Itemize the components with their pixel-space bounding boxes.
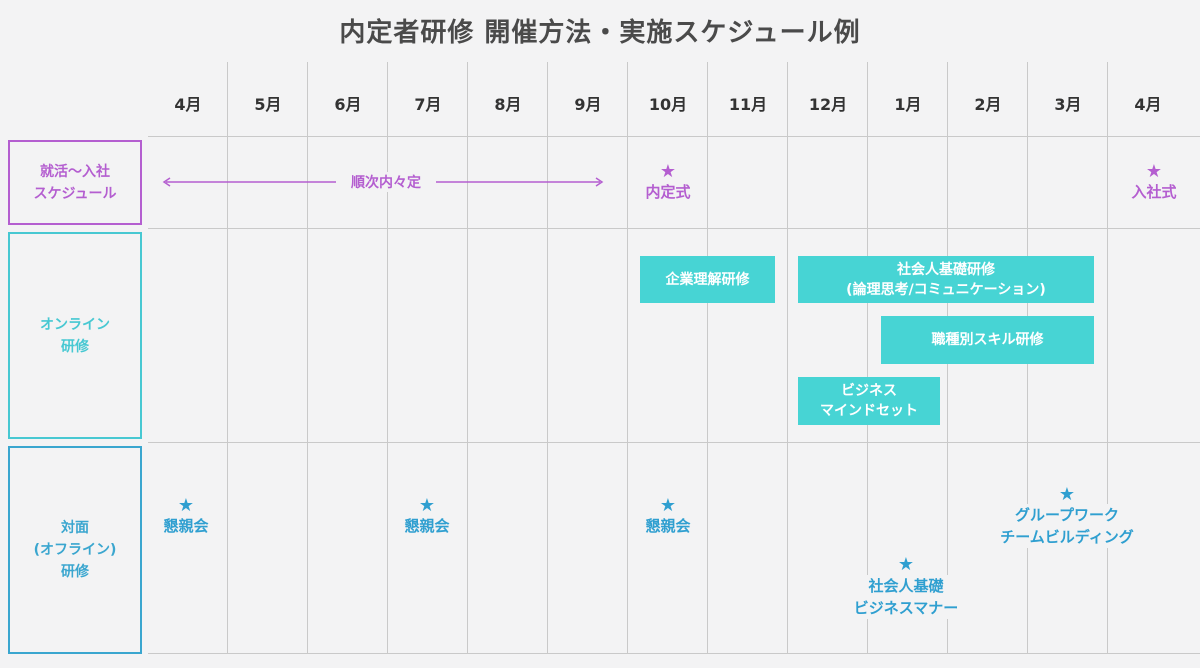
- shakaijin-manner-label: 社会人基礎 ビジネスマナー: [826, 575, 986, 619]
- grid-line: [787, 62, 788, 654]
- kigyou-rikai-box: 企業理解研修: [640, 256, 775, 303]
- shokushubetsu-box: 職種別スキル研修: [881, 316, 1094, 364]
- grid-line: [148, 136, 1200, 137]
- naiteishiki-label: 内定式: [645, 183, 691, 201]
- star-icon: ★: [418, 495, 436, 516]
- month-header: 4月: [174, 95, 202, 114]
- star-icon: ★: [1145, 161, 1163, 182]
- month-header: 12月: [808, 95, 848, 114]
- row-label-taimen: 対面 (オフライン) 研修: [8, 446, 142, 654]
- grid-line: [627, 62, 628, 654]
- month-header: 6月: [334, 95, 362, 114]
- konshinkai-label: 懇親会: [163, 517, 209, 535]
- month-header: 10月: [648, 95, 688, 114]
- star-icon: ★: [177, 495, 195, 516]
- month-header: 1月: [894, 95, 922, 114]
- grid-line: [148, 228, 1200, 229]
- nyuushashiki-label: 入社式: [1131, 183, 1177, 201]
- grid-line: [307, 62, 308, 654]
- business-mindset-box: ビジネス マインドセット: [798, 377, 940, 425]
- month-header: 11月: [728, 95, 768, 114]
- star-icon: ★: [897, 554, 915, 575]
- grid-line: [707, 62, 708, 654]
- star-icon: ★: [1058, 484, 1076, 505]
- page-title: 内定者研修 開催方法・実施スケジュール例: [339, 18, 861, 48]
- grid-line: [1107, 62, 1108, 654]
- row-label-shuukatsu: 就活〜入社 スケジュール: [8, 140, 142, 225]
- month-header: 4月: [1134, 95, 1162, 114]
- grid-line: [467, 62, 468, 654]
- grid-line: [148, 653, 1200, 654]
- month-header: 2月: [974, 95, 1002, 114]
- grid-line: [227, 62, 228, 654]
- month-header: 8月: [494, 95, 522, 114]
- star-icon: ★: [659, 495, 677, 516]
- konshinkai-label: 懇親会: [645, 517, 691, 535]
- star-icon: ★: [659, 161, 677, 182]
- month-header: 3月: [1054, 95, 1082, 114]
- month-header: 9月: [574, 95, 602, 114]
- grid-line: [148, 442, 1200, 443]
- shakaijin-kiso-box: 社会人基礎研修 (論理思考/コミュニケーション): [798, 256, 1094, 303]
- konshinkai-label: 懇親会: [404, 517, 450, 535]
- grid-line: [547, 62, 548, 654]
- groupwork-label: グループワーク チームビルディング: [972, 504, 1162, 548]
- grid-line: [387, 62, 388, 654]
- month-header: 7月: [414, 95, 442, 114]
- arrow-label: 順次内々定: [336, 172, 436, 192]
- month-header: 5月: [254, 95, 282, 114]
- row-label-online: オンライン 研修: [8, 232, 142, 439]
- grid-line: [867, 62, 868, 654]
